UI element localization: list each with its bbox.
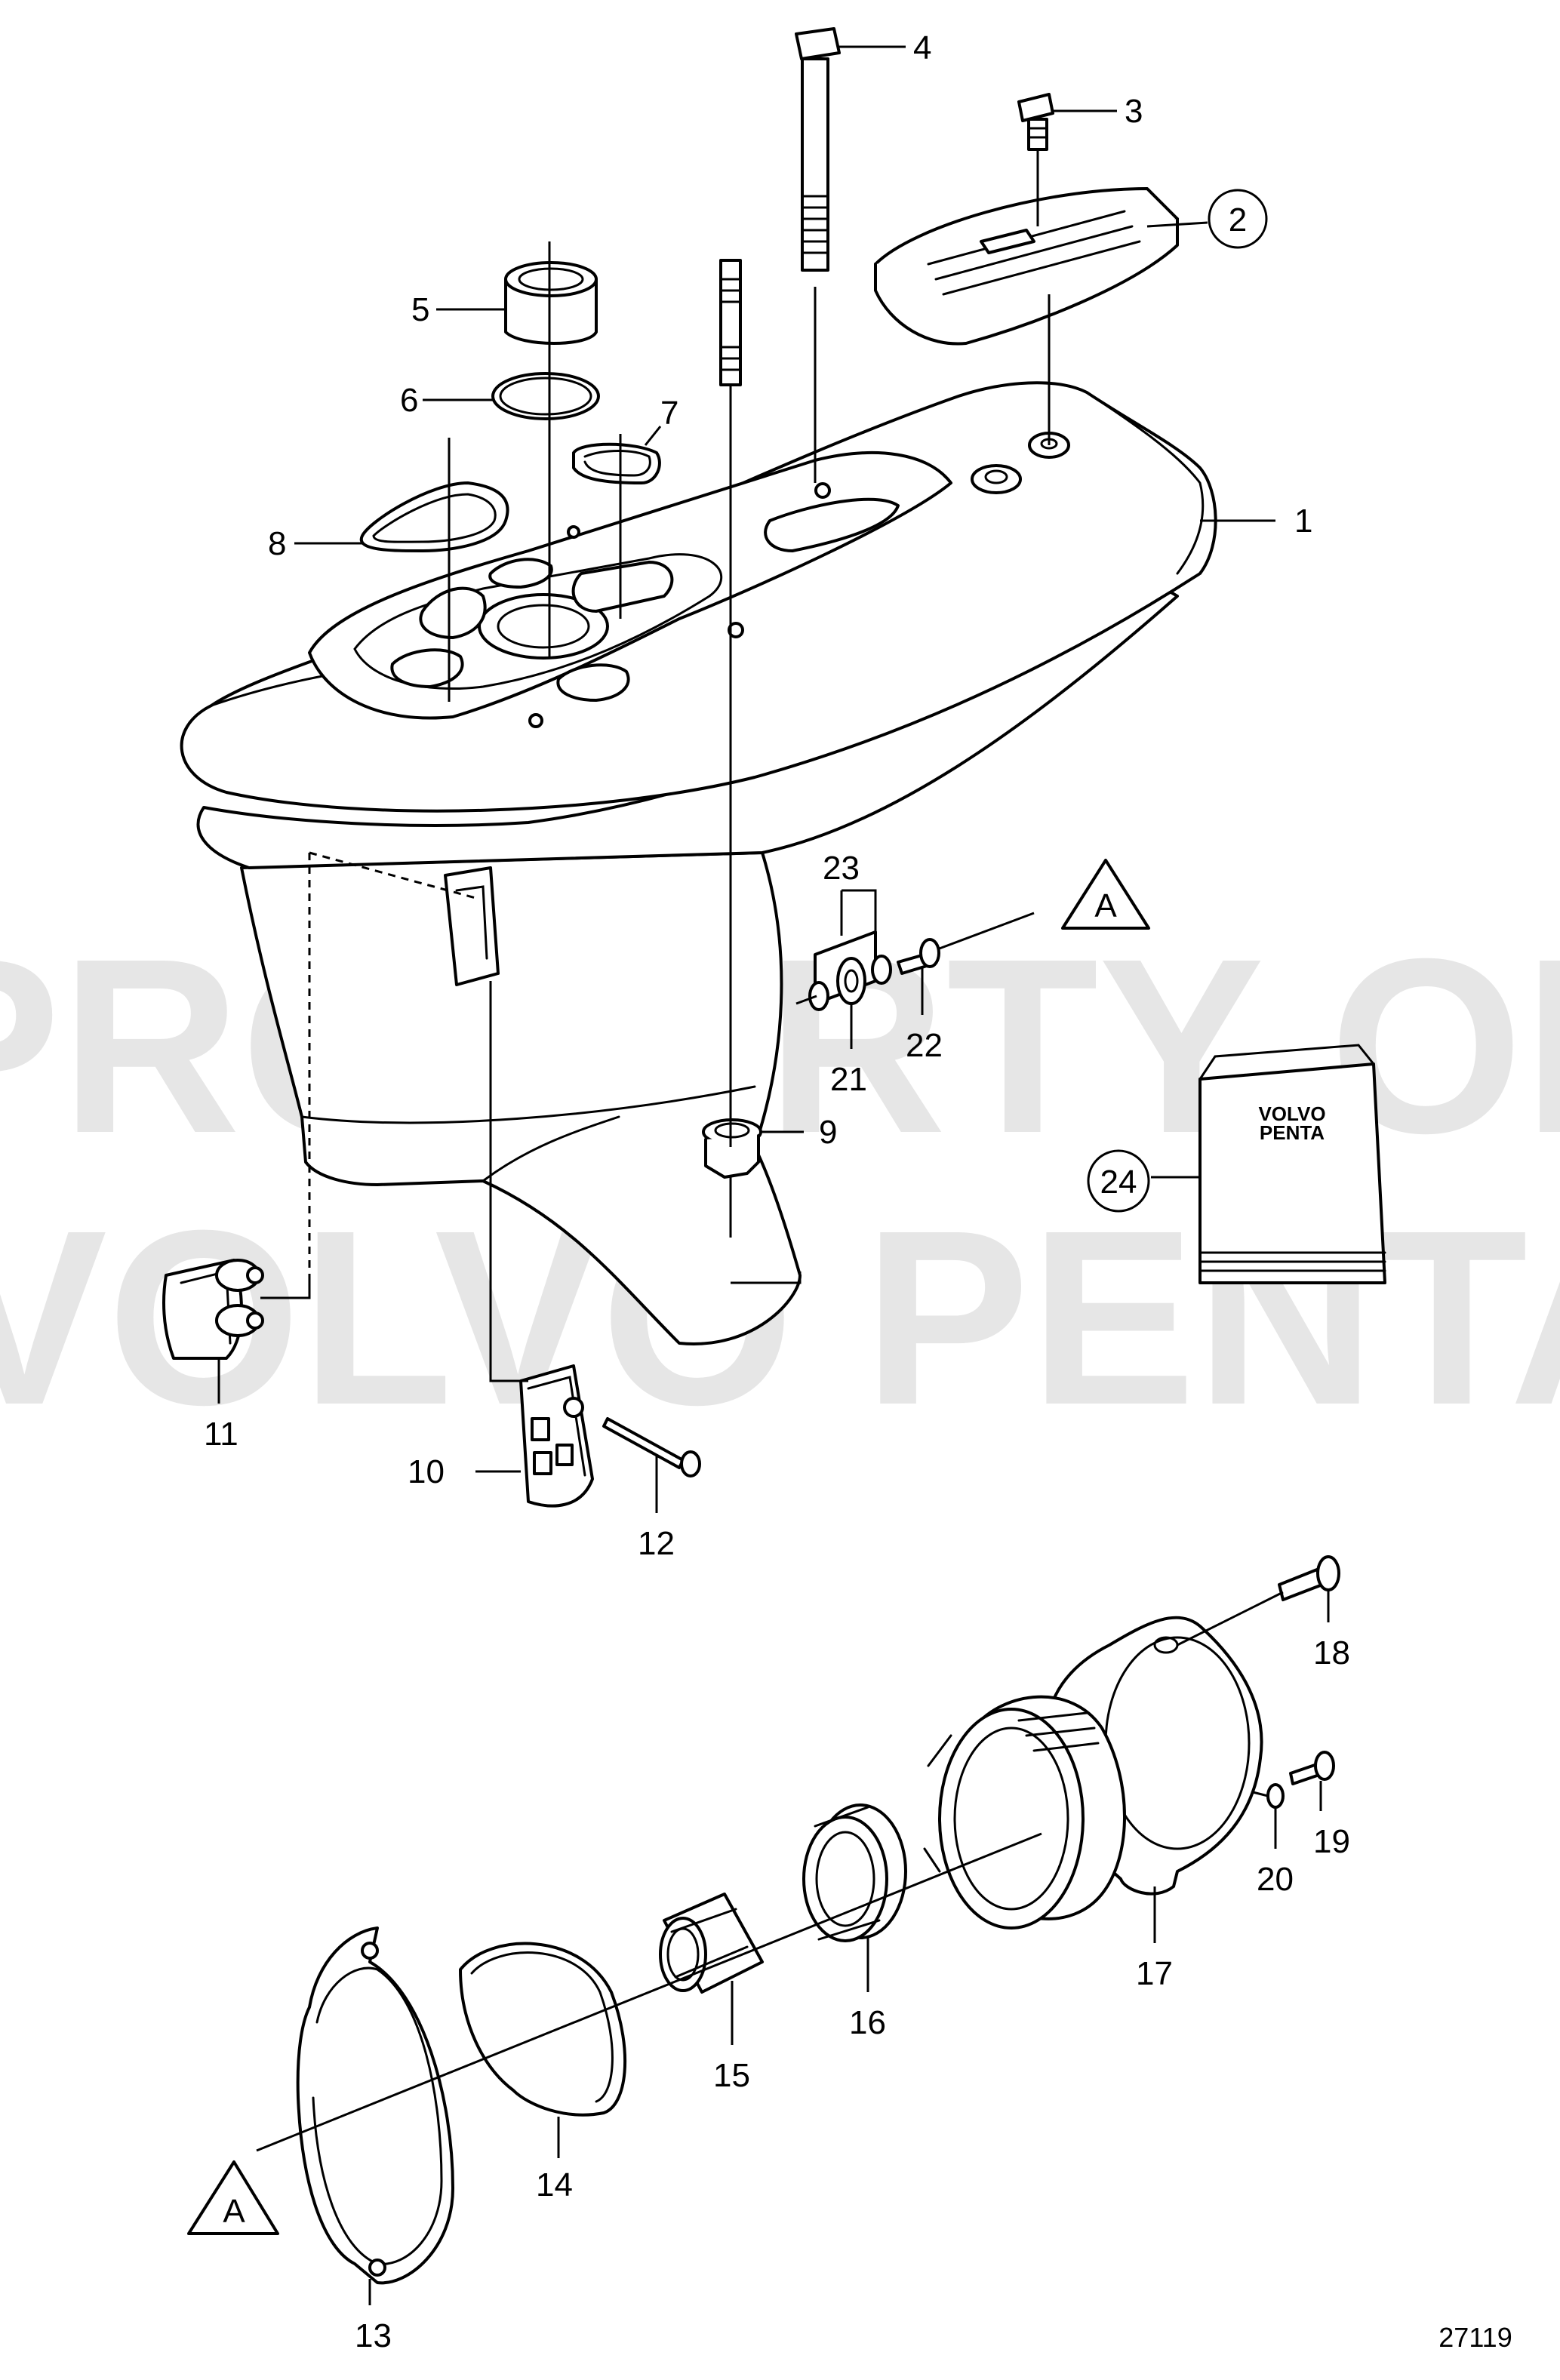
svg-text:24: 24 [1100, 1164, 1137, 1201]
kit-brand-line-2: PENTA [1260, 1121, 1325, 1144]
gear-housing [180, 381, 1217, 1345]
service-kit: VOLVO PENTA [1198, 1044, 1386, 1284]
bearing-housing [923, 1616, 1263, 1930]
washer-set [808, 930, 892, 1011]
reference-marker-a-lower-label: A [223, 2193, 245, 2230]
anode-rear [162, 1259, 264, 1360]
anode-screw [602, 1417, 701, 1478]
housing-bolt [1278, 1555, 1340, 1601]
callout-21: 21 [830, 1061, 867, 1098]
reference-marker-a-upper: A [1061, 859, 1150, 930]
housing-screw [1289, 1751, 1335, 1785]
needle-bearing [504, 261, 598, 345]
washer-screw [897, 938, 940, 975]
callout-18: 18 [1313, 1634, 1350, 1671]
callout-20: 20 [1257, 1861, 1294, 1898]
leader-lines [217, 45, 1330, 2305]
callout-16: 16 [849, 2004, 886, 2041]
long-bolt [795, 27, 841, 272]
callout-8: 8 [268, 525, 286, 562]
center-lines [256, 151, 1284, 2152]
shim-ring [459, 1942, 627, 2117]
callout-3: 3 [1125, 93, 1143, 130]
figure-number: 27119 [1438, 2322, 1512, 2353]
rectangular-seal [572, 442, 661, 484]
callout-labels: 1 3 4 5 6 7 8 9 10 11 12 13 14 15 16 17 … [204, 29, 1350, 2354]
callout-1: 1 [1294, 503, 1312, 540]
callout-13: 13 [355, 2317, 392, 2354]
drain-nut [702, 1118, 762, 1179]
bearing-housing-gasket [296, 1926, 454, 2285]
callout-circle-2: 2 [1208, 189, 1268, 249]
cover-bolt [1017, 93, 1054, 151]
callout-14: 14 [536, 2166, 573, 2203]
triangular-seal [359, 481, 509, 552]
callout-19: 19 [1313, 1823, 1350, 1860]
callout-15: 15 [713, 2057, 750, 2094]
callout-5: 5 [411, 291, 429, 328]
callout-17: 17 [1136, 1955, 1173, 1992]
callout-7: 7 [660, 395, 678, 432]
reference-marker-a-upper-label: A [1094, 887, 1117, 924]
callout-22: 22 [906, 1027, 943, 1064]
anode-side [519, 1364, 594, 1508]
callout-12: 12 [638, 1525, 675, 1562]
housing-washer [1266, 1783, 1285, 1809]
kit-brand-line-1: VOLVO [1258, 1102, 1325, 1125]
callout-9: 9 [819, 1114, 837, 1151]
svg-text:2: 2 [1229, 201, 1247, 238]
stud [719, 259, 742, 386]
callout-6: 6 [400, 382, 418, 419]
callout-23: 23 [823, 850, 860, 887]
o-ring [491, 372, 600, 420]
callout-11: 11 [204, 1416, 238, 1453]
callout-4: 4 [913, 29, 931, 66]
top-cover [874, 187, 1179, 346]
callout-10: 10 [408, 1453, 445, 1490]
shaft-seal [802, 1803, 907, 1942]
callout-circle-24: 24 [1087, 1149, 1150, 1213]
propeller-shaft-bearing [659, 1893, 764, 1994]
reference-marker-a-lower: A [187, 2160, 279, 2235]
